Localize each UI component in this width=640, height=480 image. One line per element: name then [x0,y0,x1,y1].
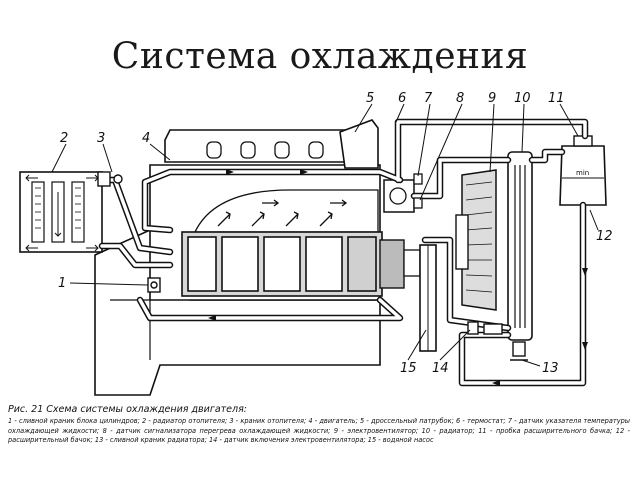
tank-min-label: min [576,169,589,177]
thermostat [383,179,415,213]
callout-12: 12 [596,229,613,244]
heater-tap [97,171,123,187]
callout-3: 3 [97,131,105,146]
figure-caption: Рис. 21 Схема системы охлаждения двигате… [8,404,630,446]
slide-title: Система охлаждения [111,36,529,77]
flow-arrows-jacket [217,199,348,227]
callout-5: 5 [366,91,374,106]
throttle-body [339,119,379,169]
callout-2: 2 [60,131,68,146]
fan-motor [455,214,469,270]
callout-9: 9 [488,91,496,106]
fan-switch-sensor [467,321,503,335]
valve-cover-bumps [206,141,324,159]
coolant-jacket-upper [193,189,379,233]
callout-15: 15 [400,361,417,376]
heater-arrows [25,174,99,252]
callout-10: 10 [514,91,531,106]
callout-11: 11 [548,91,565,106]
callout-8: 8 [456,91,464,106]
callout-6: 6 [398,91,406,106]
block-drain-tap [147,277,161,293]
callout-7: 7 [424,91,433,106]
caption-legend: 1 - сливной краник блока цилиндров; 2 - … [8,417,630,445]
callout-4: 4 [142,131,150,146]
caption-title: Рис. 21 Схема системы охлаждения двигате… [8,404,248,415]
cylinders [181,231,383,297]
callout-13: 13 [542,361,559,376]
coolant-hoses-inner [100,120,587,385]
temp-sensors [413,173,423,209]
valve-cover [164,129,356,163]
callout-14: 14 [432,361,449,376]
callout-1: 1 [58,276,66,291]
pump-housing [379,239,405,289]
leader-lines [51,103,599,367]
flow-arrows-hoses [208,169,588,386]
radiator-drain-tap [510,341,528,361]
